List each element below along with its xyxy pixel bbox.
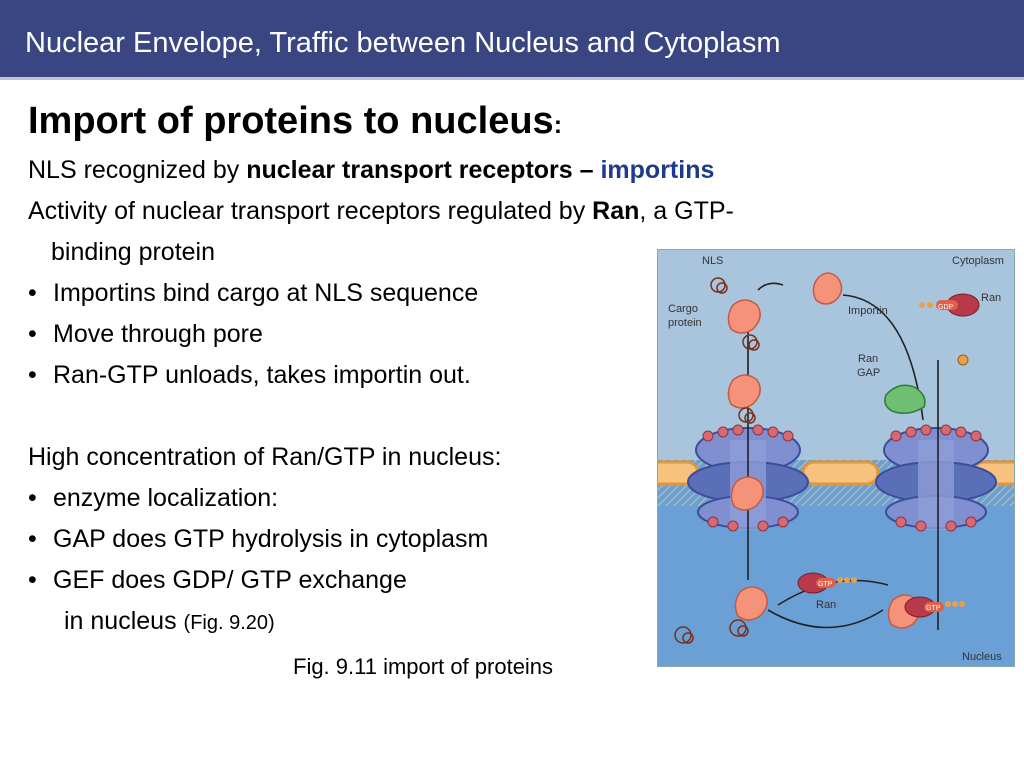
nuclear-pore-right [875, 424, 997, 532]
label-ran-gap-1: Ran [858, 353, 878, 365]
bullet-dot: • [28, 525, 37, 553]
label-nls: NLS [702, 255, 723, 267]
fig-ref-text: (Fig. 9.20) [183, 612, 275, 634]
label-ran-bottom: Ran [816, 599, 836, 611]
ran-gdp [919, 293, 980, 317]
bullet-text: Move through pore [53, 320, 263, 348]
in-nucleus-text: in nucleus [64, 607, 184, 635]
text-line-nls: NLS recognized by nuclear transport rece… [28, 150, 1018, 191]
bullet-item: • Move through pore [28, 314, 1018, 355]
activity-text: Activity of nuclear transport receptors … [28, 197, 593, 225]
label-importin: Importin [848, 305, 888, 317]
gtp-text: , a GTP- [639, 197, 734, 225]
text-line-concentration: High concentration of Ran/GTP in nucleus… [28, 443, 502, 471]
ran-gtp-right [904, 596, 965, 618]
label-ran-top: Ran [981, 292, 1001, 304]
bullet-dot: • [28, 361, 37, 389]
text-line-binding: binding protein [51, 238, 216, 266]
bullet-text: GAP does GTP hydrolysis in cytoplasm [53, 525, 489, 553]
nls-text: NLS recognized by [28, 156, 247, 184]
bullet-dot: • [28, 279, 37, 307]
text-line-in-nucleus: in nucleus (Fig. 9.20) [28, 601, 1018, 644]
bullet-text: GEF does GDP/ GTP exchange [53, 566, 407, 594]
ran-gtp-left [797, 572, 857, 594]
section-heading: Import of proteins to nucleus: [28, 96, 1018, 150]
bullet-item: • Importins bind cargo at NLS sequence [28, 273, 1018, 314]
phosphate-icon [957, 354, 969, 366]
ran-gap [884, 384, 926, 414]
title-bar: Nuclear Envelope, Traffic between Nucleu… [0, 0, 1024, 80]
diagram-svg: NLS Cytoplasm Cargo protein Importin GDP… [658, 250, 1014, 666]
receptors-text: nuclear transport receptors – [246, 156, 601, 184]
label-gdp: GDP [938, 304, 954, 311]
label-protein: protein [668, 317, 702, 329]
label-gtp-2: GTP [926, 605, 941, 612]
outer-membrane [658, 460, 1014, 486]
bullet-text: enzyme localization: [53, 484, 279, 512]
slide-title: Nuclear Envelope, Traffic between Nucleu… [25, 27, 781, 59]
bullet-dot: • [28, 484, 37, 512]
label-cytoplasm: Cytoplasm [952, 255, 1004, 267]
figure-caption: Fig. 9.11 import of proteins [293, 654, 554, 679]
ran-text: Ran [592, 197, 640, 225]
slide-body: Import of proteins to nucleus: NLS recog… [28, 96, 1018, 644]
label-cargo: Cargo [668, 303, 698, 315]
cargo-protein-coils [674, 277, 760, 644]
bullet-item: • Ran-GTP unloads, takes importin out. [28, 355, 1018, 396]
label-ran-gap-2: GAP [857, 367, 880, 379]
importins-text: importins [600, 156, 715, 184]
bullet-dot: • [28, 320, 37, 348]
heading-colon: : [553, 111, 563, 139]
import-diagram: NLS Cytoplasm Cargo protein Importin GDP… [657, 249, 1015, 667]
heading-text: Import of proteins to nucleus [28, 100, 554, 142]
bullet-text: Ran-GTP unloads, takes importin out. [53, 361, 471, 389]
bullet-text: Importins bind cargo at NLS sequence [53, 279, 479, 307]
bullet-item: • GAP does GTP hydrolysis in cytoplasm [28, 519, 1018, 560]
bullet-dot: • [28, 566, 37, 594]
text-line-activity: Activity of nuclear transport receptors … [28, 191, 1018, 232]
bullet-item: • enzyme localization: [28, 478, 1018, 519]
label-nucleus: Nucleus [962, 651, 1002, 663]
bullet-item: • GEF does GDP/ GTP exchange [28, 560, 1018, 601]
label-gtp-1: GTP [818, 581, 833, 588]
